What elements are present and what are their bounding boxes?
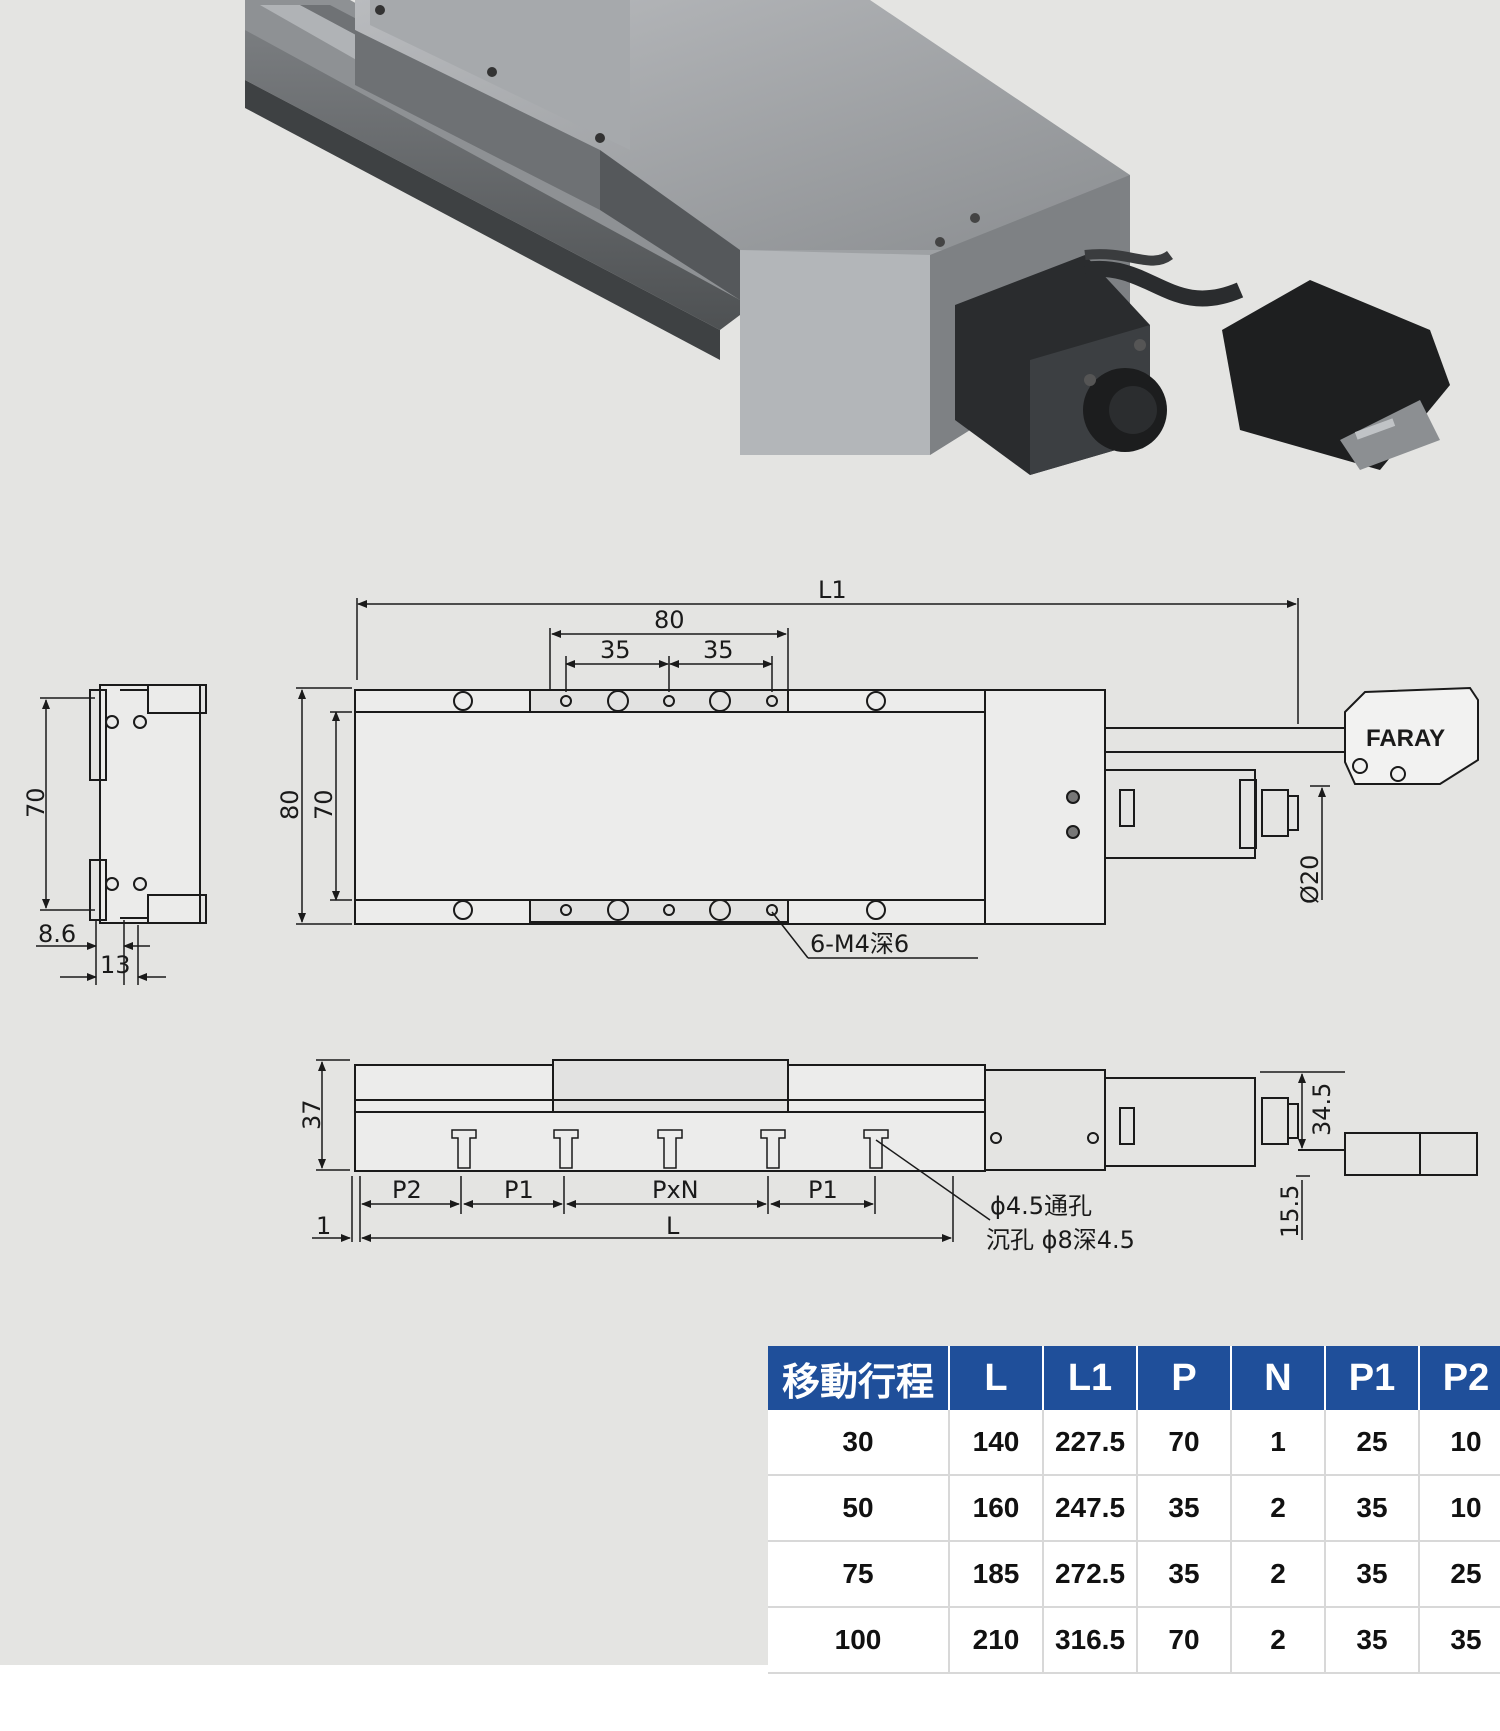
table-cell: 2 <box>1231 1541 1326 1608</box>
front-dimensions <box>312 1059 1345 1242</box>
product-3d-render <box>245 0 1450 475</box>
spec-table: 移動行程 L L1 P N P1 P2 30 140 227.5 70 1 25… <box>768 1346 1500 1674</box>
label-34-5: 34.5 <box>1308 1083 1336 1136</box>
table-cell: 100 <box>768 1607 950 1674</box>
table-cell: 35 <box>1137 1475 1232 1542</box>
label-diameter-20: Ø20 <box>1296 855 1324 904</box>
header-travel: 移動行程 <box>768 1346 950 1410</box>
front-view <box>354 1059 1478 1176</box>
table-cell: 160 <box>949 1475 1044 1542</box>
label-pxn: PxN <box>652 1176 699 1204</box>
table-cell: 25 <box>1419 1541 1500 1608</box>
table-cell: 2 <box>1231 1475 1326 1542</box>
label-through-hole: ϕ4.5通孔 <box>990 1192 1092 1220</box>
table-row: 30 140 227.5 70 1 25 10 <box>768 1410 1500 1476</box>
table-cell: 70 <box>1137 1607 1232 1674</box>
label-front-37: 37 <box>298 1099 326 1130</box>
label-p2: P2 <box>392 1176 422 1204</box>
table-cell: 35 <box>1325 1475 1420 1542</box>
brand-logo: FARAY <box>1366 725 1445 752</box>
table-cell: 227.5 <box>1043 1410 1138 1476</box>
header-P: P <box>1137 1346 1232 1410</box>
label-side-8-6: 8.6 <box>38 920 76 948</box>
table-cell: 185 <box>949 1541 1044 1608</box>
table-cell: 75 <box>768 1541 950 1608</box>
table-cell: 140 <box>949 1410 1044 1476</box>
table-cell: 35 <box>1137 1541 1232 1608</box>
label-main-80: 80 <box>276 789 304 820</box>
table-cell: 272.5 <box>1043 1541 1138 1608</box>
header-P2: P2 <box>1419 1346 1500 1410</box>
table-cell: 2 <box>1231 1607 1326 1674</box>
table-cell: 35 <box>1325 1607 1420 1674</box>
table-cell: 30 <box>768 1410 950 1476</box>
table-row: 75 185 272.5 35 2 35 25 <box>768 1541 1500 1608</box>
label-p1-left: P1 <box>504 1176 534 1204</box>
table-cell: 10 <box>1419 1410 1500 1476</box>
label-p1-right: P1 <box>808 1176 838 1204</box>
label-top-35b: 35 <box>703 636 734 664</box>
side-dimensions <box>36 697 166 985</box>
label-side-70: 70 <box>22 787 50 818</box>
table-cell: 35 <box>1419 1607 1500 1674</box>
table-row: 100 210 316.5 70 2 35 35 <box>768 1607 1500 1674</box>
label-side-13: 13 <box>100 951 131 979</box>
table-cell: 10 <box>1419 1475 1500 1542</box>
header-P1: P1 <box>1325 1346 1420 1410</box>
label-L1: L1 <box>818 576 847 604</box>
table-header-row: 移動行程 L L1 P N P1 P2 <box>768 1346 1500 1410</box>
label-main-70: 70 <box>310 789 338 820</box>
label-mount-holes: 6-M4深6 <box>810 930 909 958</box>
label-top-35a: 35 <box>600 636 631 664</box>
table-cell: 1 <box>1231 1410 1326 1476</box>
label-dim-1: 1 <box>316 1212 331 1240</box>
label-counterbore: 沉孔 ϕ8深4.5 <box>986 1226 1135 1254</box>
label-15-5: 15.5 <box>1276 1185 1304 1238</box>
label-top-80: 80 <box>654 606 685 634</box>
table-cell: 70 <box>1137 1410 1232 1476</box>
table-row: 50 160 247.5 35 2 35 10 <box>768 1475 1500 1542</box>
plan-view <box>354 686 1479 925</box>
header-N: N <box>1231 1346 1326 1410</box>
label-dim-L: L <box>666 1212 680 1240</box>
table-cell: 316.5 <box>1043 1607 1138 1674</box>
technical-drawing: L1 80 35 35 70 8.6 13 80 70 6-M4深6 Ø20 F… <box>22 0 1479 1254</box>
plan-dimensions <box>296 598 1330 959</box>
side-end-view <box>89 684 207 924</box>
header-L1: L1 <box>1043 1346 1138 1410</box>
table-cell: 50 <box>768 1475 950 1542</box>
table-cell: 247.5 <box>1043 1475 1138 1542</box>
table-cell: 210 <box>949 1607 1044 1674</box>
table-cell: 25 <box>1325 1410 1420 1476</box>
table-cell: 35 <box>1325 1541 1420 1608</box>
header-L: L <box>949 1346 1044 1410</box>
